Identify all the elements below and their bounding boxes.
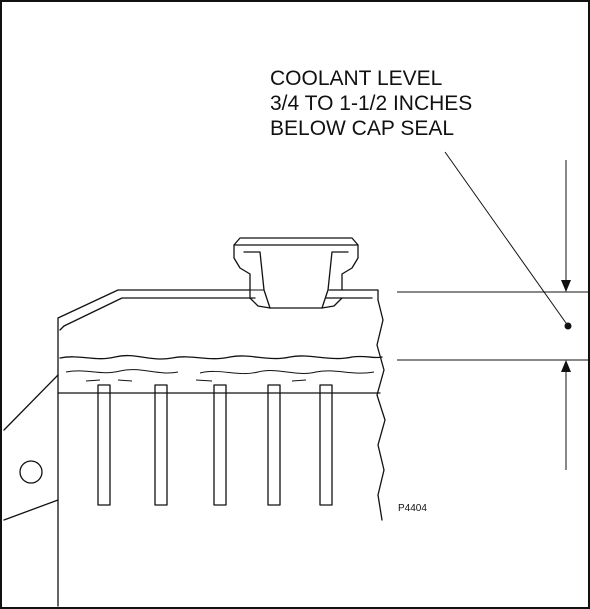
filler-neck <box>233 237 359 309</box>
lower-arrowhead <box>561 360 571 372</box>
coolant-level-dimension <box>397 151 590 470</box>
radiator-top-tank <box>57 289 386 607</box>
callout-line-2: 3/4 TO 1-1/2 INCHES <box>270 92 473 115</box>
coolant-level-callout: COOLANT LEVEL 3/4 TO 1-1/2 INCHES BELOW … <box>270 66 472 141</box>
mounting-hole <box>19 460 43 484</box>
figure-id: P4404 <box>398 503 427 514</box>
coolant-surface <box>57 354 383 394</box>
leader-line <box>444 151 567 324</box>
mounting-bracket <box>3 374 59 521</box>
callout-line-3: BELOW CAP SEAL <box>270 117 455 140</box>
upper-arrowhead <box>561 280 571 292</box>
callout-line-1: COOLANT LEVEL <box>270 67 443 90</box>
radiator-core-tubes <box>97 384 333 506</box>
level-dot <box>564 322 572 330</box>
